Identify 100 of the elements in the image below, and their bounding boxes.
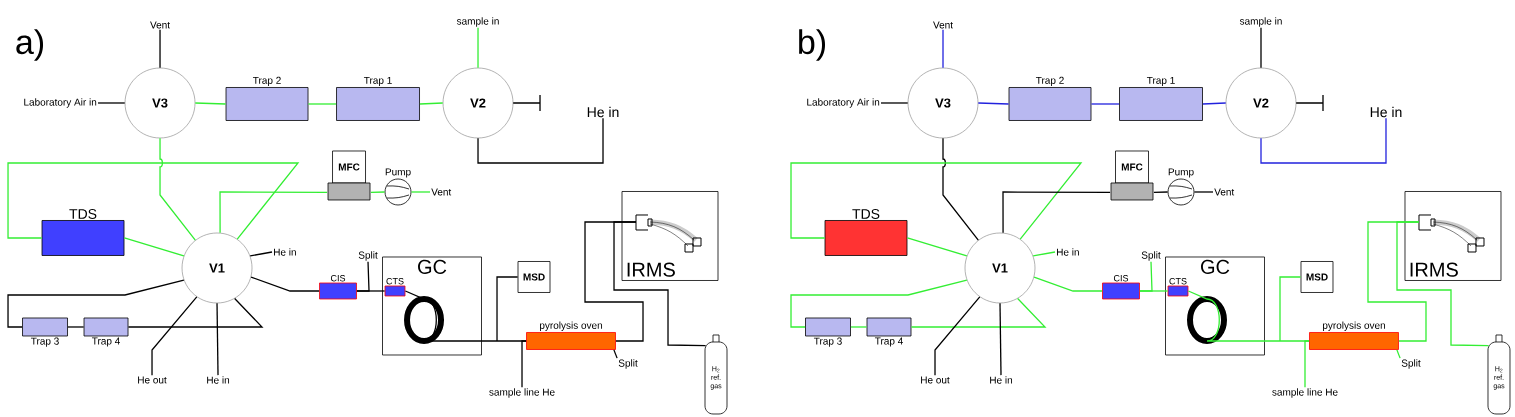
pipe-line (151, 296, 198, 376)
port-label: Split (1141, 251, 1161, 261)
pipe-line (159, 137, 196, 241)
node-label: Trap 3 (30, 337, 59, 347)
pipe-line (977, 102, 1010, 105)
port-label: He in (1370, 106, 1402, 118)
pipe-line (1396, 221, 1490, 347)
node-label: TDS (852, 208, 880, 219)
trap-box: Trap 2 (1008, 76, 1092, 121)
port-label: Vent (431, 188, 452, 196)
pipe-line (1139, 261, 1153, 292)
pipe-line (850, 326, 868, 328)
pipe-line (1279, 276, 1302, 342)
detector-box: MSD (1300, 261, 1334, 293)
node-label: Trap 1 (363, 76, 392, 86)
pipe-line (410, 191, 431, 193)
pipe-line (1202, 102, 1227, 105)
port-label: He in (274, 248, 296, 256)
port-label: He out (138, 376, 167, 384)
pipe-line (496, 276, 519, 342)
pipe-line (1153, 191, 1169, 194)
port-label: Split (358, 251, 378, 261)
port-label: sample line He (1272, 388, 1338, 398)
pipe-line (67, 326, 85, 328)
flow-controller: MFC (1110, 150, 1154, 201)
instrument-box: IRMS (1404, 191, 1502, 281)
node-label: TDS (69, 208, 97, 219)
pipe-line (370, 191, 386, 194)
node-label: pyrolysis oven (1322, 321, 1386, 331)
pipe-line (790, 279, 968, 328)
port-label: sample line He (489, 388, 555, 398)
trap-box: Trap 2 (225, 76, 309, 121)
node-label: CIS (1113, 275, 1129, 282)
pipe-line (613, 221, 707, 347)
node-label: Trap 1 (1146, 76, 1175, 86)
heated-tube: CTS (1167, 278, 1189, 297)
pipe-line (123, 237, 185, 257)
pipe-line (249, 251, 273, 257)
node-label: pyrolysis oven (539, 321, 603, 331)
node-label: Trap 2 (252, 76, 281, 86)
node-label: Trap 4 (874, 337, 903, 347)
pipe-line (906, 237, 968, 257)
pipe-line (1193, 191, 1214, 193)
heated-tube: CIS (1102, 275, 1140, 300)
heated-tube: TDS (824, 208, 908, 256)
panel-label: a) (16, 29, 44, 61)
pipe-line (1002, 191, 1111, 234)
heated-tube: CIS (319, 275, 357, 300)
pipe-line (790, 162, 1083, 240)
pipe-line (1090, 103, 1120, 105)
pipe-line (934, 296, 981, 376)
pipe-line (880, 102, 909, 104)
pipe-line (1367, 221, 1427, 342)
pipe-line (307, 103, 337, 105)
node-label: Trap 2 (1035, 76, 1064, 86)
trap-box: Trap 3 (805, 317, 851, 347)
port-label: Laboratory Air in (24, 98, 97, 108)
pipe-line (942, 137, 979, 241)
pipe-line (159, 29, 161, 69)
pipe-line (97, 102, 126, 104)
pipe-line (910, 297, 1047, 328)
pipe-line (1032, 251, 1056, 257)
pipe-line (250, 276, 320, 292)
port-label: He out (921, 376, 950, 384)
port-label: sample in (1239, 17, 1282, 27)
node-label: Trap 4 (91, 337, 120, 347)
pipe-line (194, 102, 227, 105)
trap-box: Trap 4 (83, 317, 129, 347)
port-label: Laboratory Air in (807, 98, 880, 108)
pipe-line (477, 117, 604, 164)
trap-box: Trap 1 (336, 76, 420, 121)
heated-tube: pyrolysis oven (1309, 321, 1399, 350)
pipe-line (356, 261, 370, 292)
pipe-line (942, 29, 944, 69)
pipe-line (1304, 340, 1310, 388)
heated-tube: TDS (41, 208, 125, 256)
port-label: He in (207, 376, 230, 384)
pipe-line (613, 349, 618, 359)
pipe-line (1260, 27, 1262, 69)
port-label: Vent (150, 21, 170, 29)
detector-box: MSD (517, 261, 551, 293)
pipe-line (216, 302, 219, 376)
node-label: CTS (1169, 278, 1187, 285)
node-label: CIS (330, 275, 346, 282)
port-label: He in (990, 376, 1012, 384)
trap-box: Trap 4 (866, 317, 912, 347)
pipe-line (7, 162, 300, 240)
port-label: He in (1057, 248, 1079, 256)
trap-box: Trap 1 (1119, 76, 1203, 121)
pipe-line (477, 27, 479, 69)
pipe-line (584, 221, 644, 342)
panel-label: b) (799, 29, 825, 61)
pipe-line (1396, 349, 1401, 359)
port-label: Split (1401, 359, 1421, 369)
port-label: Vent (933, 21, 953, 29)
pipe-line (999, 302, 1002, 376)
pipe-line (419, 102, 444, 105)
heated-tube: CTS (384, 278, 406, 297)
port-label: sample in (456, 17, 499, 27)
heated-tube: pyrolysis oven (526, 321, 616, 350)
